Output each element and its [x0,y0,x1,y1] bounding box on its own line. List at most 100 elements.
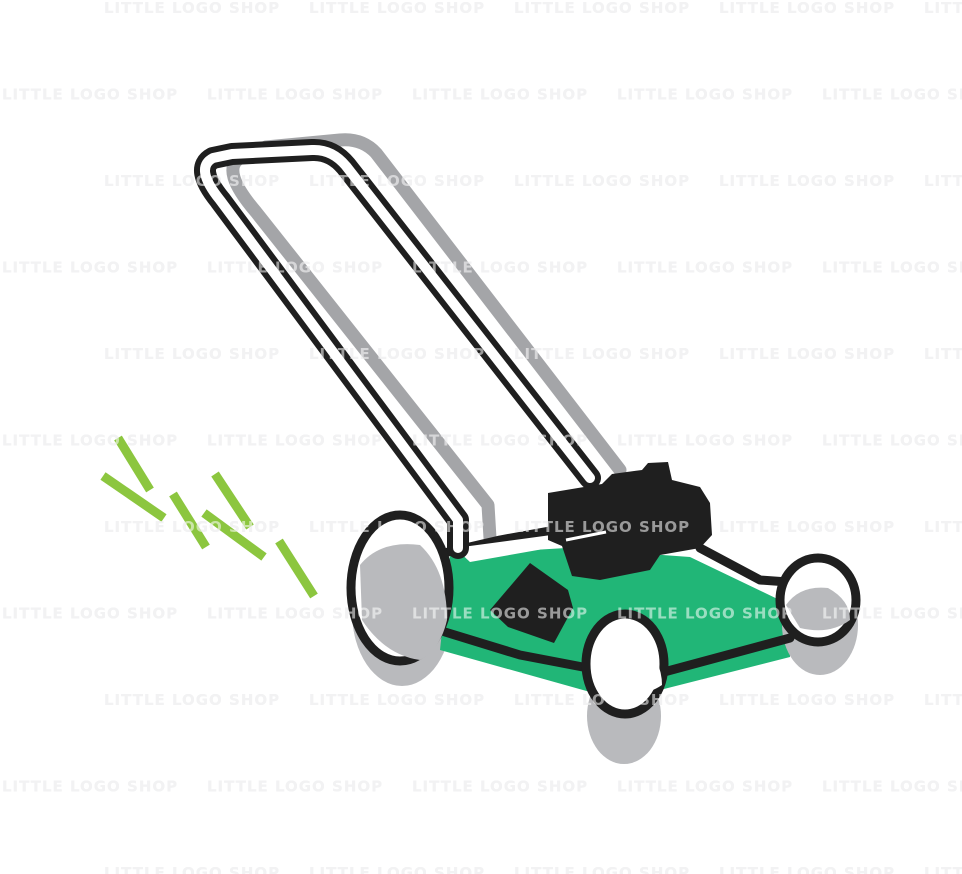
grass-clippings [100,435,318,599]
watermark-overlay-text: LITTLE LOGO SHOP [822,432,962,450]
watermark-text: LITTLE LOGO SHOP [924,518,962,536]
watermark-overlay-text: LITTLE LOGO SHOP [719,864,895,874]
watermark-text: LITTLE LOGO SHOP [207,432,383,450]
watermark-text: LITTLE LOGO SHOP [617,259,793,277]
watermark-text: LITTLE LOGO SHOP [719,691,895,709]
watermark-overlay-text: LITTLE LOGO SHOP [104,518,280,536]
watermark-overlay-text: LITTLE LOGO SHOP [924,345,962,363]
watermark-overlay-text: LITTLE LOGO SHOP [2,86,178,104]
watermark-overlay-text: LITTLE LOGO SHOP [2,432,178,450]
grass-blade [211,471,254,530]
grass-blade [100,472,167,522]
watermark-text: LITTLE LOGO SHOP [2,259,178,277]
watermark-text: LITTLE LOGO SHOP [309,864,485,874]
watermark-overlay-text: LITTLE LOGO SHOP [514,172,690,190]
front-left-wheel [581,609,669,764]
watermark-overlay-text: LITTLE LOGO SHOP [719,172,895,190]
grass-blade [201,509,267,561]
watermark-overlay-text: LITTLE LOGO SHOP [514,0,690,17]
watermark-overlay-text: LITTLE LOGO SHOP [617,432,793,450]
watermark-overlay-text: LITTLE LOGO SHOP [207,86,383,104]
watermark-text: LITTLE LOGO SHOP [412,86,588,104]
watermark-overlay-text: LITTLE LOGO SHOP [309,172,485,190]
watermark-overlay-text: LITTLE LOGO SHOP [719,0,895,17]
watermark-text: LITTLE LOGO SHOP [207,86,383,104]
watermark-overlay-text: LITTLE LOGO SHOP [412,259,588,277]
watermark-text: LITTLE LOGO SHOP [514,172,690,190]
watermark-overlay-text: LITTLE LOGO SHOP [822,778,962,796]
watermark-text: LITTLE LOGO SHOP [514,864,690,874]
watermark-text: LITTLE LOGO SHOP [104,345,280,363]
watermark-overlay-text: LITTLE LOGO SHOP [924,0,962,17]
watermark-overlay-text: LITTLE LOGO SHOP [207,778,383,796]
watermark-overlay-text: LITTLE LOGO SHOP [309,345,485,363]
watermark-text: LITTLE LOGO SHOP [412,778,588,796]
frame-band [455,533,566,562]
watermark-overlay-text: LITTLE LOGO SHOP [309,0,485,17]
watermark-text: LITTLE LOGO SHOP [719,518,895,536]
watermark-text: LITTLE LOGO SHOP [514,345,690,363]
watermark-overlay-text: LITTLE LOGO SHOP [822,86,962,104]
grass-blade [114,435,154,493]
watermark-text: LITTLE LOGO SHOP [309,0,485,17]
watermark-text: LITTLE LOGO SHOP [924,864,962,874]
watermark-text: LITTLE LOGO SHOP [617,778,793,796]
grass-blade [169,491,210,550]
mower-handle [194,138,601,559]
watermark-overlay-text: LITTLE LOGO SHOP [104,864,280,874]
discharge-chute [490,563,573,643]
watermark-text: LITTLE LOGO SHOP [207,605,383,623]
grass-blade [275,538,318,599]
watermark-text: LITTLE LOGO SHOP [924,172,962,190]
watermark-overlay-text: LITTLE LOGO SHOP [514,345,690,363]
watermark-overlay-text: LITTLE LOGO SHOP [104,691,280,709]
watermark-overlay-text: LITTLE LOGO SHOP [412,86,588,104]
watermark-overlay-text: LITTLE LOGO SHOP [207,432,383,450]
watermark-overlay-text: LITTLE LOGO SHOP [617,86,793,104]
watermark-overlay-text: LITTLE LOGO SHOP [412,432,588,450]
watermark-text: LITTLE LOGO SHOP [2,778,178,796]
watermark-text: LITTLE LOGO SHOP [719,345,895,363]
watermark-overlay-text: LITTLE LOGO SHOP [924,172,962,190]
watermark-overlay-text: LITTLE LOGO SHOP [207,259,383,277]
watermark-text: LITTLE LOGO SHOP [104,864,280,874]
watermark-overlay-text: LITTLE LOGO SHOP [104,172,280,190]
watermark-overlay-text: LITTLE LOGO SHOP [104,345,280,363]
watermark-text: LITTLE LOGO SHOP [822,259,962,277]
watermark-overlay-text: LITTLE LOGO SHOP [2,259,178,277]
watermark-overlay-text: LITTLE LOGO SHOP [2,778,178,796]
watermark-overlay-text: LITTLE LOGO SHOP [514,691,690,709]
watermark-text: LITTLE LOGO SHOP [719,0,895,17]
watermark-overlay-text: LITTLE LOGO SHOP [719,691,895,709]
watermark-text: LITTLE LOGO SHOP [719,864,895,874]
watermark-overlay-text: LITTLE LOGO SHOP [924,691,962,709]
watermark-text: LITTLE LOGO SHOP [617,86,793,104]
watermark-text: LITTLE LOGO SHOP [924,691,962,709]
watermark-overlay-text: LITTLE LOGO SHOP [617,259,793,277]
rear-left-wheel [346,510,454,666]
watermark-text: LITTLE LOGO SHOP [309,345,485,363]
watermark-text: LITTLE LOGO SHOP [104,0,280,17]
watermark-text: LITTLE LOGO SHOP [617,432,793,450]
watermark-text: LITTLE LOGO SHOP [514,0,690,17]
watermark-overlay-text: LITTLE LOGO SHOP [719,345,895,363]
watermark-overlay-text: LITTLE LOGO SHOP [822,605,962,623]
watermark-overlay-text: LITTLE LOGO SHOP [309,691,485,709]
watermark-overlay-text: LITTLE LOGO SHOP [617,778,793,796]
watermark-text: LITTLE LOGO SHOP [2,432,178,450]
watermark-text: LITTLE LOGO SHOP [822,778,962,796]
watermark-overlay-text: LITTLE LOGO SHOP [924,864,962,874]
watermark-overlay-text: LITTLE LOGO SHOP [207,605,383,623]
watermark-text: LITTLE LOGO SHOP [2,86,178,104]
watermark-overlay-text: LITTLE LOGO SHOP [514,864,690,874]
watermark-overlay-text: LITTLE LOGO SHOP [514,518,690,536]
watermark-text: LITTLE LOGO SHOP [719,172,895,190]
watermark-text: LITTLE LOGO SHOP [822,432,962,450]
watermark-overlay-text: LITTLE LOGO SHOP [309,518,485,536]
watermark-text: LITTLE LOGO SHOP [2,605,178,623]
engine [548,462,712,580]
watermark-overlay-text: LITTLE LOGO SHOP [2,605,178,623]
